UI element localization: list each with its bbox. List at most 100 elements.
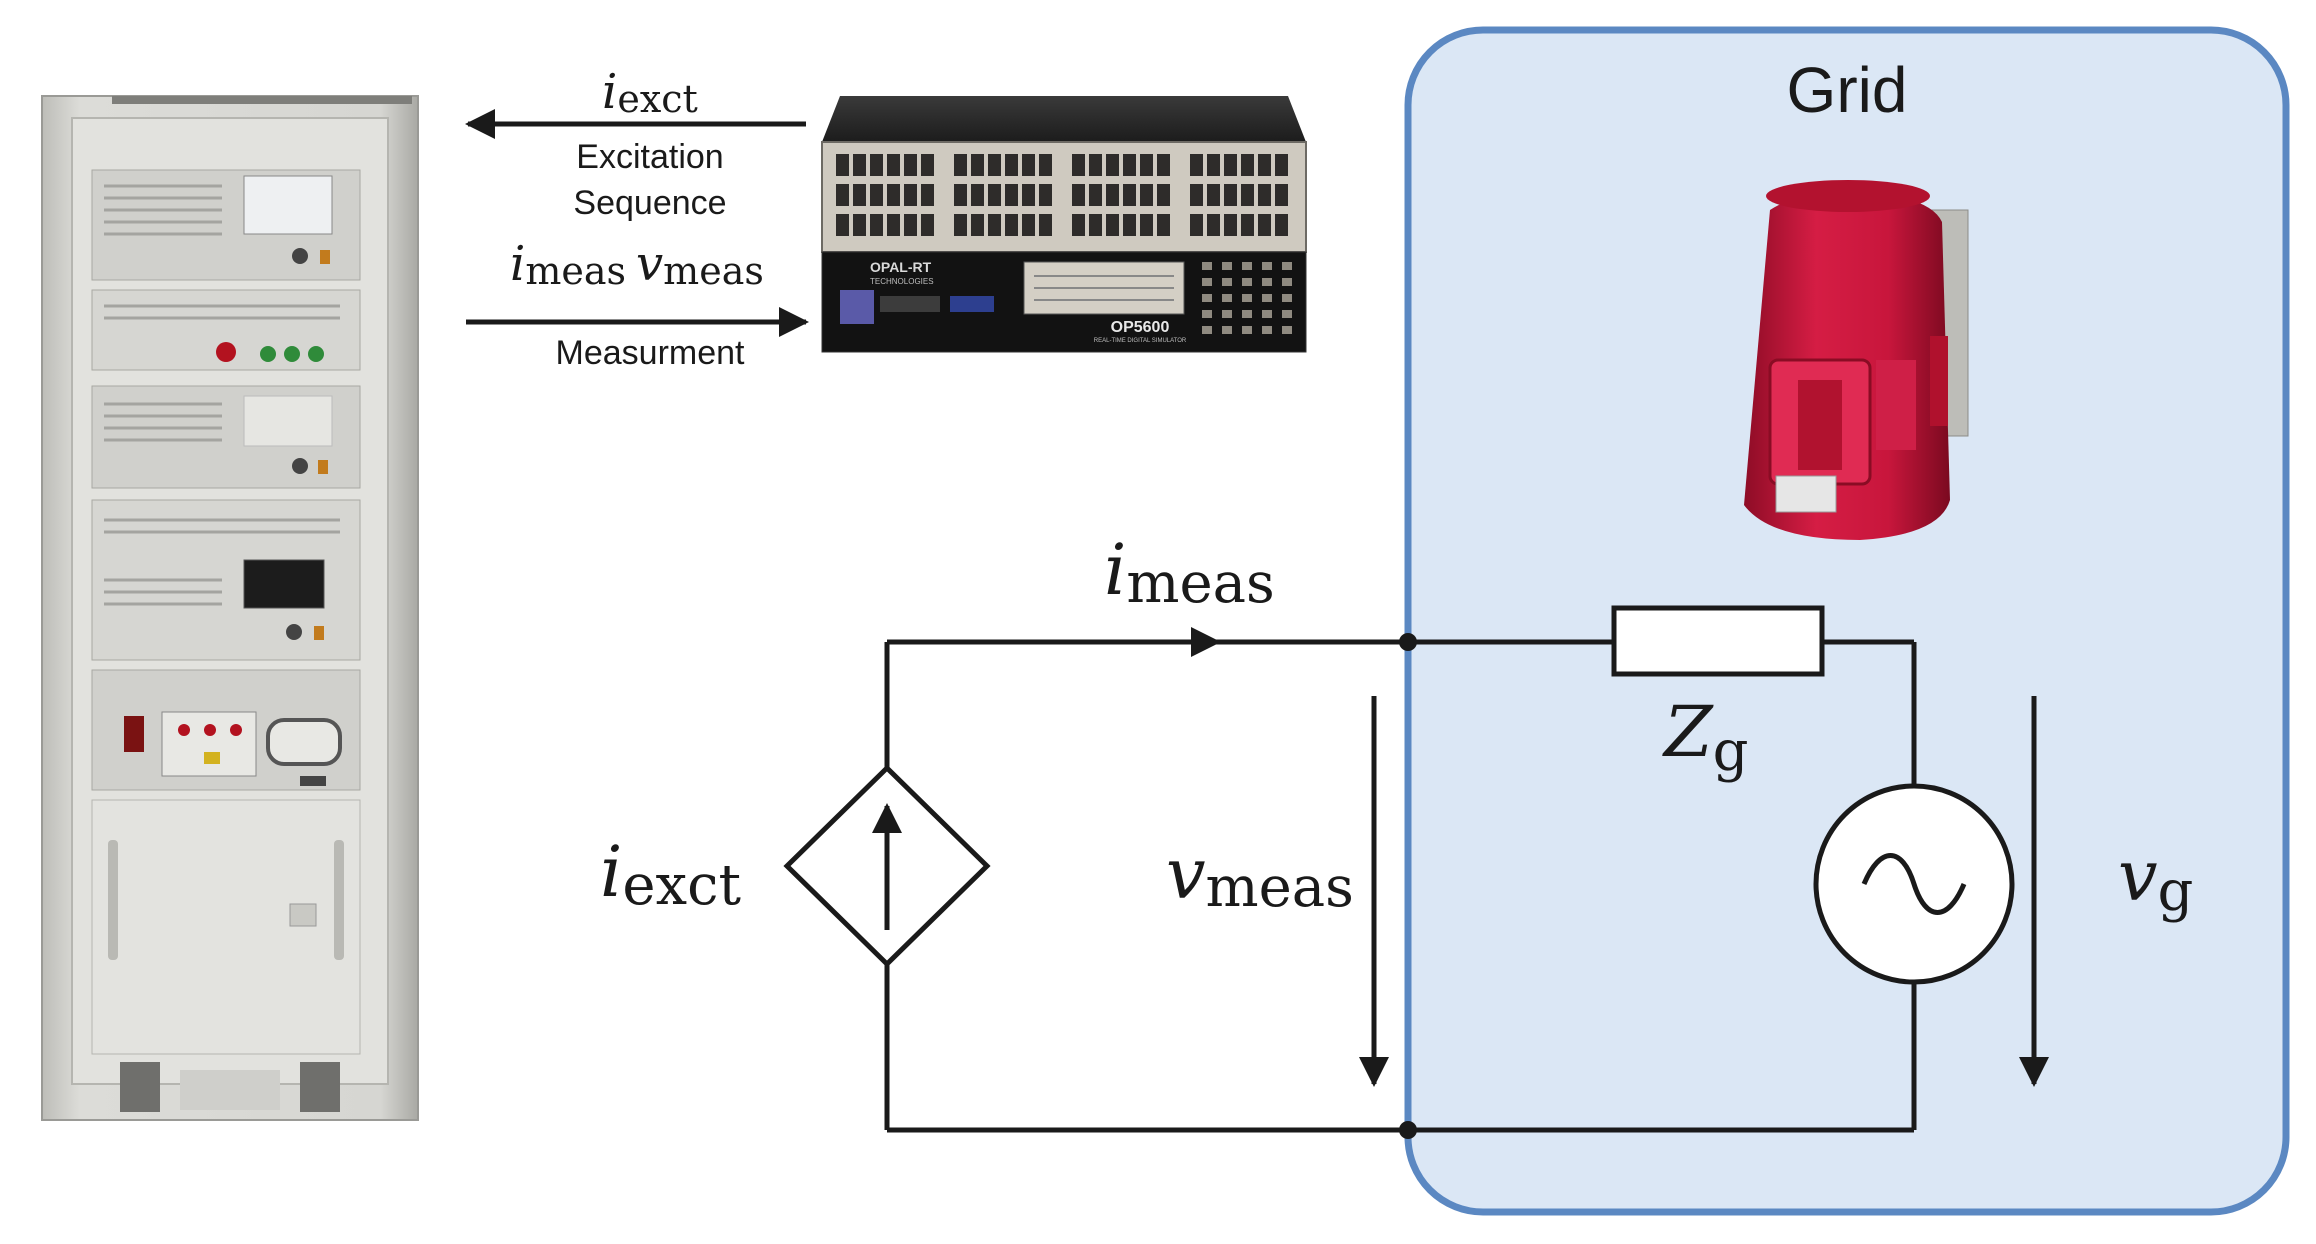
simulator-port — [1140, 184, 1153, 206]
simulator-port — [971, 184, 984, 206]
simulator-port — [921, 154, 934, 176]
cabinet-module-2 — [91, 289, 361, 371]
opal-rt-simulator: OPAL-RT TECHNOLOGIES OP5600 REAL-TIME DI… — [821, 96, 1307, 353]
simulator-io-connector — [1242, 262, 1252, 270]
simulator-io-connector — [1282, 278, 1292, 286]
simulator-port — [853, 184, 866, 206]
simulator-io-connector — [1262, 262, 1272, 270]
branch-current-label: imeas — [1104, 529, 1275, 616]
simulator-port — [1106, 184, 1119, 206]
excitation-current-label: iexct — [602, 64, 698, 121]
ac-sine-icon — [1861, 853, 1967, 915]
simulator-io-connector — [1262, 310, 1272, 318]
simulator-model-sub: REAL-TIME DIGITAL SIMULATOR — [1094, 338, 1187, 344]
excitation-caption-line2: Sequence — [573, 184, 726, 222]
simulator-port — [1157, 154, 1170, 176]
simulator-port — [988, 214, 1001, 236]
power-amplifier-cabinet — [41, 95, 419, 1121]
simulator-port — [1157, 184, 1170, 206]
simulator-port — [836, 214, 849, 236]
simulator-port — [1005, 154, 1018, 176]
simulator-io-connector — [1222, 278, 1232, 286]
simulator-port — [921, 214, 934, 236]
simulator-port — [1275, 184, 1288, 206]
cabinet-module-4 — [91, 499, 361, 661]
simulator-io-connector — [1242, 278, 1252, 286]
simulator-port — [1241, 154, 1254, 176]
simulator-port — [1140, 214, 1153, 236]
simulator-io-block — [1202, 262, 1292, 334]
simulator-port — [1106, 214, 1119, 236]
simulator-port — [1190, 154, 1203, 176]
simulator-io-connector — [1262, 278, 1272, 286]
simulator-io-connector — [1202, 310, 1212, 318]
simulator-port — [870, 154, 883, 176]
simulator-port — [1224, 154, 1237, 176]
simulator-port — [1157, 214, 1170, 236]
cabinet-module-5 — [91, 669, 361, 791]
source-current-label: iexct — [600, 831, 741, 918]
excitation-caption-line1: Excitation — [576, 138, 723, 176]
simulator-port — [1089, 154, 1102, 176]
grid-box — [1404, 26, 2290, 1216]
simulator-port — [954, 184, 967, 206]
simulator-port — [1190, 214, 1203, 236]
simulator-port — [1022, 214, 1035, 236]
grid-socket — [1744, 180, 1969, 540]
simulator-io-connector — [1262, 326, 1272, 334]
simulator-port — [1123, 184, 1136, 206]
simulator-io-connector — [1222, 326, 1232, 334]
simulator-port — [1258, 184, 1271, 206]
simulator-port — [1123, 154, 1136, 176]
simulator-port — [1207, 154, 1220, 176]
simulator-port — [904, 154, 917, 176]
simulator-port — [836, 154, 849, 176]
simulator-port — [1022, 184, 1035, 206]
simulator-port — [971, 214, 984, 236]
simulator-port — [1039, 214, 1052, 236]
simulator-port — [954, 154, 967, 176]
simulator-port-grid — [836, 154, 1288, 236]
simulator-port — [1123, 214, 1136, 236]
simulator-port — [1241, 184, 1254, 206]
simulator-io-connector — [1222, 310, 1232, 318]
cabinet-module-3 — [91, 385, 361, 489]
simulator-port — [1106, 154, 1119, 176]
simulator-port — [1258, 214, 1271, 236]
simulator-port — [1275, 214, 1288, 236]
simulator-port — [853, 214, 866, 236]
simulator-port — [1207, 214, 1220, 236]
simulator-port — [1089, 184, 1102, 206]
simulator-port — [1089, 214, 1102, 236]
simulator-io-connector — [1242, 294, 1252, 302]
simulator-port — [904, 214, 917, 236]
simulator-io-connector — [1202, 278, 1212, 286]
simulator-io-connector — [1202, 326, 1212, 334]
grid-region: Grid — [1404, 26, 2290, 1216]
simulator-port — [1258, 154, 1271, 176]
cabinet-casters — [120, 1062, 340, 1112]
simulator-io-connector — [1262, 294, 1272, 302]
grid-voltage-label: vg — [2118, 835, 2193, 924]
simulator-io-connector — [1242, 326, 1252, 334]
excitation-arrow-group: iexct Excitation Sequence — [465, 64, 806, 222]
simulator-port — [1072, 184, 1085, 206]
circuit — [783, 605, 2049, 1133]
simulator-io-connector — [1282, 326, 1292, 334]
simulator-port — [1241, 214, 1254, 236]
simulator-port — [853, 154, 866, 176]
simulator-port — [836, 184, 849, 206]
simulator-io-connector — [1282, 310, 1292, 318]
simulator-port — [954, 214, 967, 236]
simulator-port — [887, 184, 900, 206]
simulator-port — [1140, 154, 1153, 176]
grid-impedance-resistor — [1611, 605, 1825, 677]
simulator-io-connector — [1242, 310, 1252, 318]
simulator-io-connector — [1202, 294, 1212, 302]
grid-title: Grid — [1787, 54, 1908, 126]
simulator-port — [1224, 184, 1237, 206]
simulator-io-connector — [1282, 262, 1292, 270]
simulator-port — [921, 184, 934, 206]
